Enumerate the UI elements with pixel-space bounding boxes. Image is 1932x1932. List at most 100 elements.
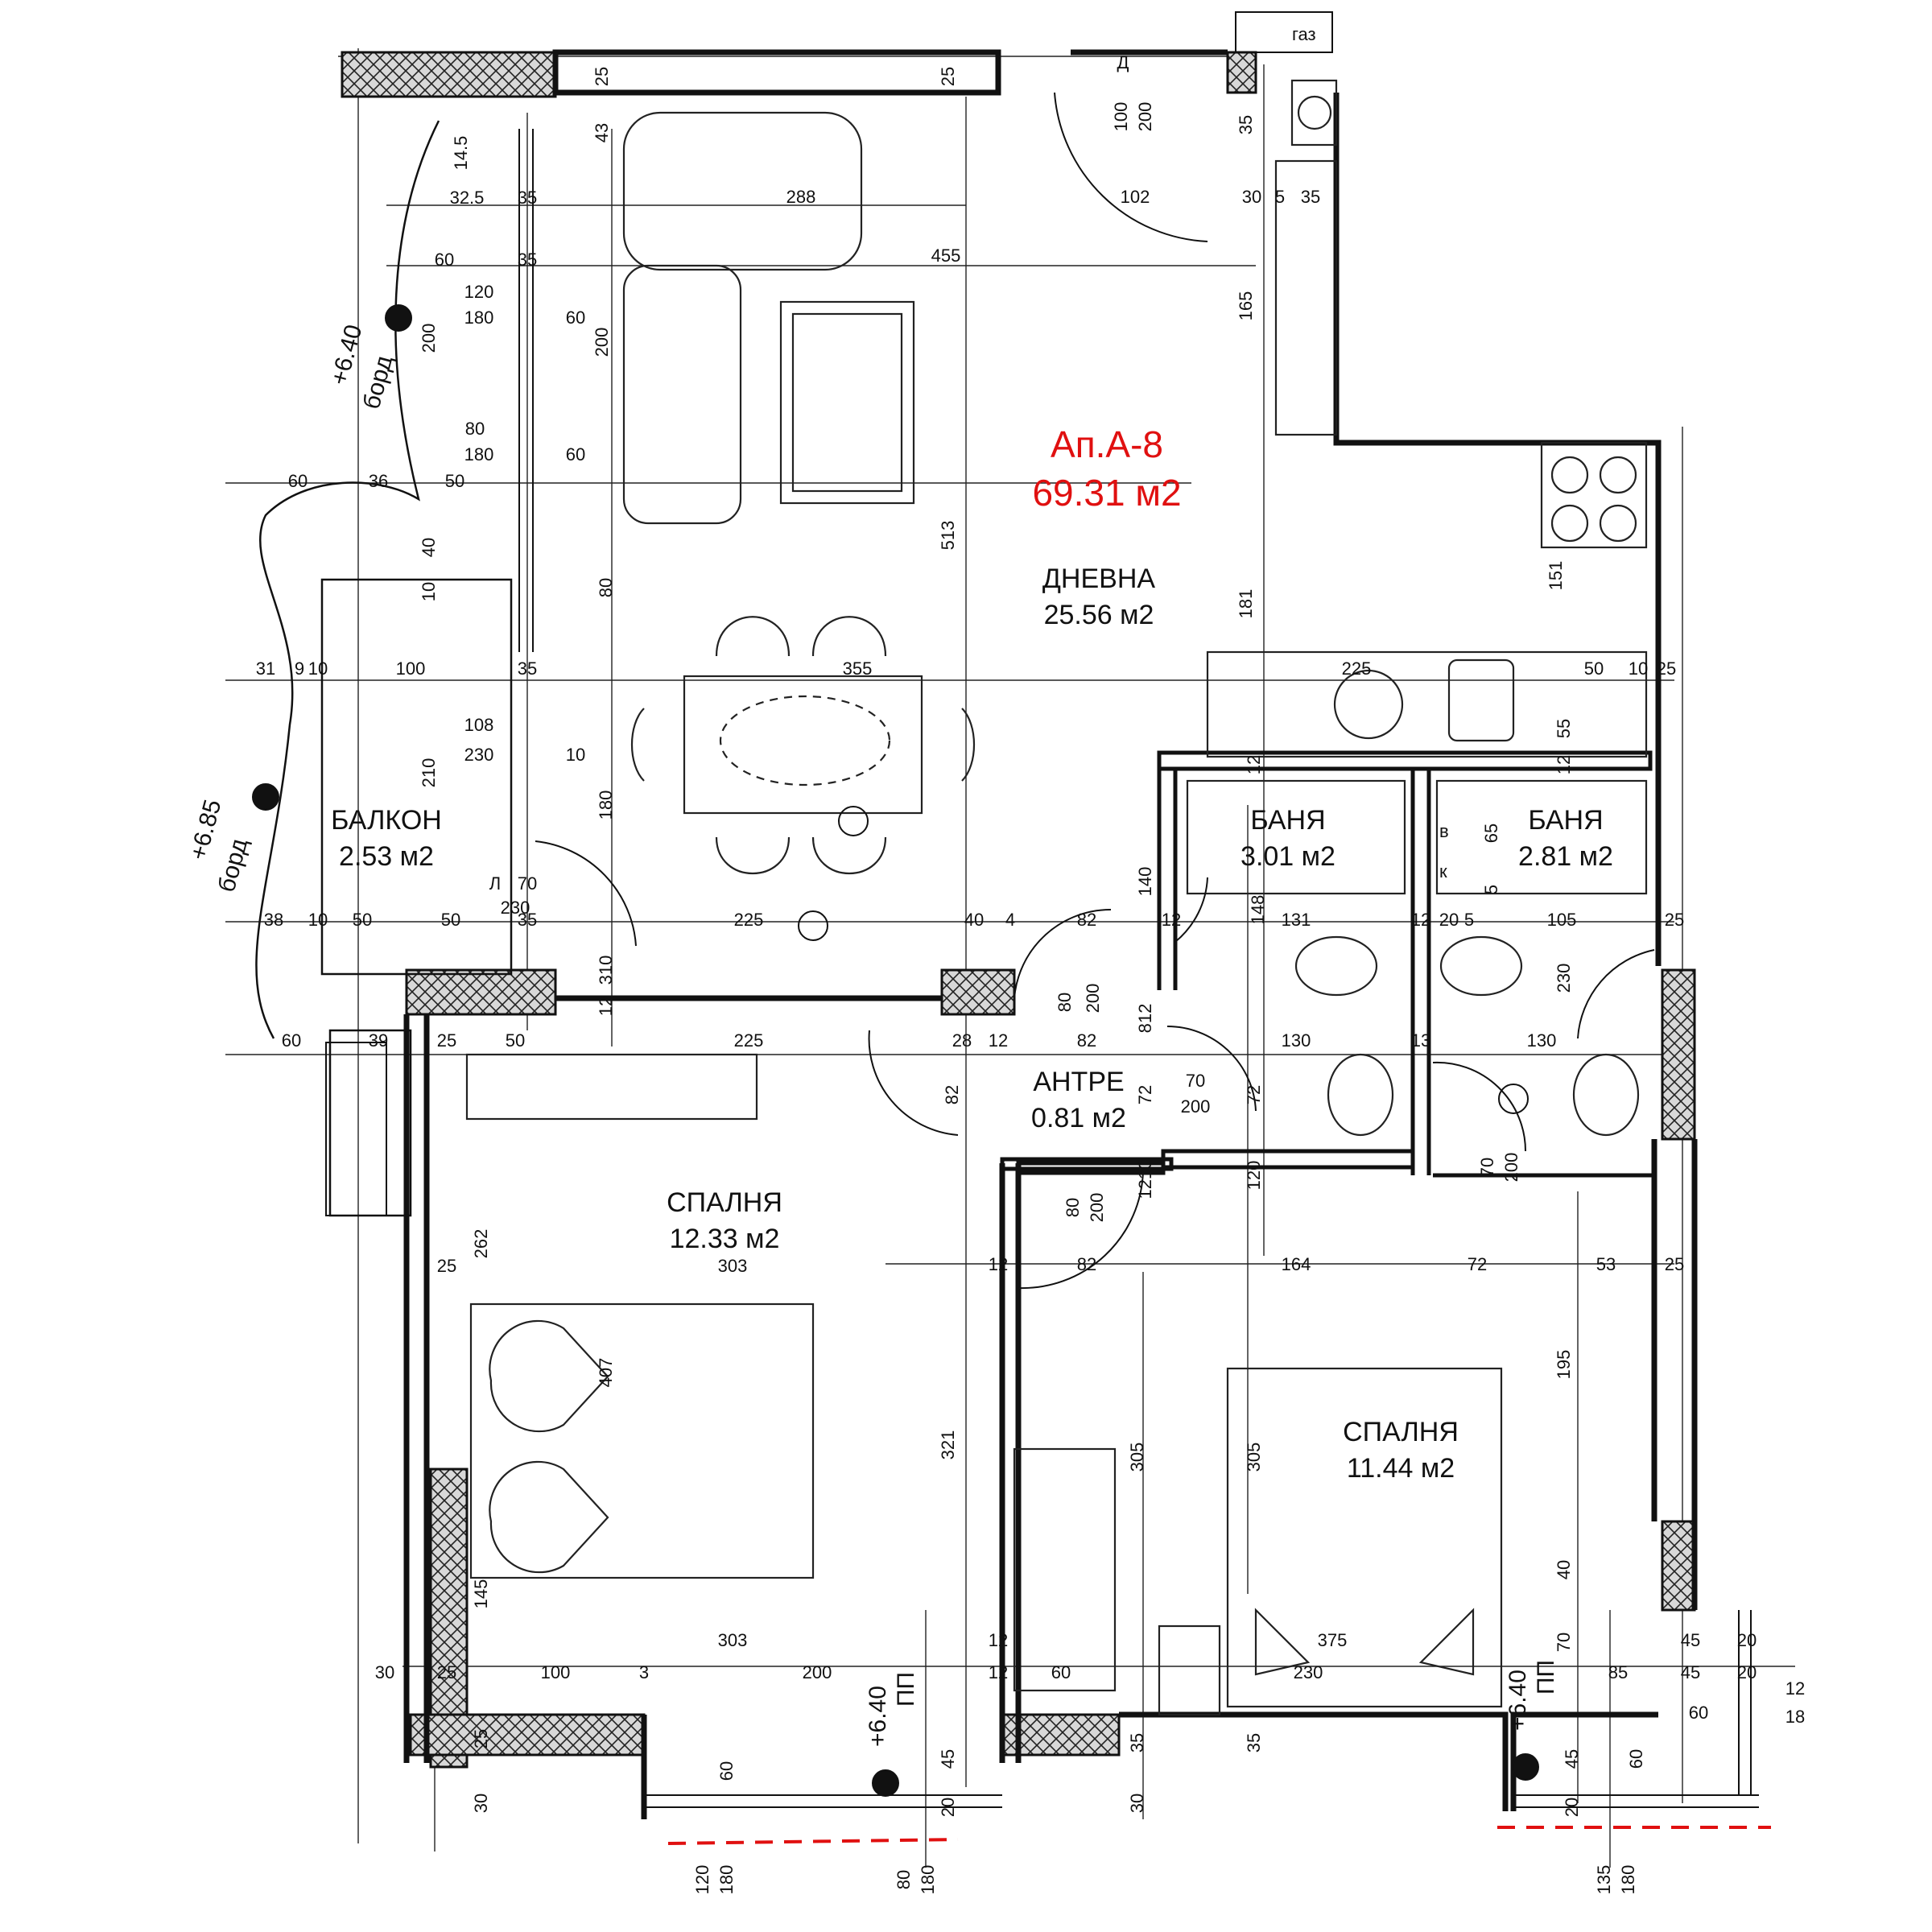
dim-label: 65 (1481, 824, 1501, 843)
dim-label: 35 (1127, 1733, 1147, 1752)
dim-label: 120 (1244, 1161, 1264, 1191)
dim-label: 30 (1127, 1794, 1147, 1813)
dim-label: 305 (1244, 1443, 1264, 1472)
dim-label: 25 (437, 1256, 456, 1276)
dim-label: 60 (1689, 1703, 1708, 1723)
dim-label: 38 (264, 910, 283, 930)
dim-label: 180 (596, 791, 616, 820)
bath2-name: БАНЯ (1528, 805, 1603, 836)
dim-label: Л (489, 873, 501, 894)
dim-label: 55 (1554, 719, 1574, 738)
dim-label: 25 (592, 67, 612, 86)
boiler-label: в (1439, 821, 1449, 841)
dim-label: 72 (1244, 1085, 1264, 1104)
dim-label: 303 (718, 1256, 748, 1276)
dim-label: 35 (1301, 187, 1320, 207)
dim-label: 12 (596, 997, 616, 1016)
dim-label: 82 (1077, 910, 1096, 930)
symbols (325, 11, 1529, 1216)
level-labels: +6.40 борд +6.85 борд +6.40 ПП +6.40 ПП (185, 322, 1559, 1747)
apartment-area: 69.31 м2 (1032, 472, 1181, 514)
dim-label: 230 (501, 898, 530, 918)
dim-label: 200 (1501, 1153, 1521, 1183)
dim-label: 25 (1657, 658, 1676, 679)
dim-label: 25 (938, 67, 958, 86)
dim-label: 25 (437, 1662, 456, 1682)
bath1-name: БАНЯ (1250, 805, 1325, 836)
dim-label: 31 (256, 658, 275, 679)
dim-label: 60 (435, 250, 454, 270)
dim-label: 30 (375, 1662, 394, 1682)
dim-label: 12 (1785, 1678, 1805, 1699)
dim-label: 100 (1111, 102, 1131, 132)
dim-label: 40 (1554, 1560, 1574, 1579)
dim-label: 35 (518, 658, 537, 679)
dim-label: 80 (465, 419, 485, 439)
dim-label: 200 (803, 1662, 832, 1682)
dim-label: 53 (1596, 1254, 1616, 1274)
dim-label: 262 (471, 1229, 491, 1259)
dim-label: 230 (1294, 1662, 1323, 1682)
dim-label: 305 (1127, 1443, 1147, 1472)
level-floor-1-note: ПП (893, 1672, 919, 1707)
dim-label: 165 (1236, 291, 1256, 321)
dim-label: 200 (1135, 102, 1155, 132)
dim-label: 12 (989, 1630, 1008, 1650)
dim-label: 375 (1318, 1630, 1348, 1650)
dim-label: 513 (938, 521, 958, 551)
dim-label: 70 (1554, 1633, 1574, 1652)
dim-label: 60 (566, 308, 585, 328)
dim-label: Д (1117, 52, 1129, 72)
dim-label: 80 (1063, 1198, 1083, 1217)
dim-label: 225 (734, 1030, 764, 1051)
dim-label: 80 (596, 578, 616, 597)
dim-label: 12 (1162, 910, 1181, 930)
dim-label: 120 (464, 282, 494, 302)
dim-label: 70 (518, 873, 537, 894)
dim-label: 60 (282, 1030, 301, 1051)
dim-label: 25 (471, 1729, 491, 1748)
dim-label: 225 (1342, 658, 1372, 679)
dim-label: 28 (952, 1030, 972, 1051)
dim-label: 288 (786, 187, 816, 207)
dim-label: 45 (938, 1749, 958, 1769)
hall-name: АНТРЕ (1033, 1067, 1124, 1097)
dim-label: 200 (419, 324, 439, 353)
dim-label: 14.5 (451, 136, 471, 171)
dim-label: 50 (445, 471, 464, 491)
dim-label: 32.5 (450, 188, 485, 208)
dim-label: 10 (566, 745, 585, 765)
dimension-labels: 25 25 100 200 Д 455 288 102 30 5 35 43 1… (256, 52, 1805, 1894)
dim-label: 5 (1464, 910, 1474, 930)
fixture-labels: газ в к (1292, 24, 1449, 881)
walls (403, 49, 1698, 1819)
dim-label: 40 (964, 910, 984, 930)
dim-label: 148 (1248, 895, 1268, 925)
level-floor-2: +6.40 (1505, 1670, 1531, 1731)
dim-label: 164 (1282, 1254, 1311, 1274)
dim-label: 10 (308, 658, 328, 679)
dim-label: 80 (1055, 993, 1075, 1012)
dim-label: 5 (1275, 187, 1285, 207)
dim-label: 30 (471, 1794, 491, 1813)
dim-label: 230 (464, 745, 494, 765)
dim-label: 140 (1135, 867, 1155, 897)
dim-label: 72 (1468, 1254, 1487, 1274)
dim-label: 70 (1477, 1158, 1497, 1177)
dim-label: 130 (1282, 1030, 1311, 1051)
dim-label: 20 (1737, 1630, 1757, 1650)
dim-label: 85 (1608, 1662, 1628, 1682)
dim-label: 82 (1077, 1030, 1096, 1051)
level-floor-1: +6.40 (865, 1686, 891, 1747)
gas-label: газ (1292, 24, 1316, 44)
dim-label: 82 (1077, 1254, 1096, 1274)
dim-label: 30 (1242, 187, 1261, 207)
bed1-name: СПАЛНЯ (667, 1187, 782, 1218)
dim-label: 35 (1244, 1733, 1264, 1752)
dim-label: 43 (592, 123, 612, 142)
dim-label: 25 (1665, 1254, 1684, 1274)
dim-label: 12 (1244, 755, 1264, 774)
dim-label: 321 (938, 1430, 958, 1460)
dim-label: 200 (1181, 1096, 1211, 1117)
dim-label: 70 (1186, 1071, 1205, 1091)
